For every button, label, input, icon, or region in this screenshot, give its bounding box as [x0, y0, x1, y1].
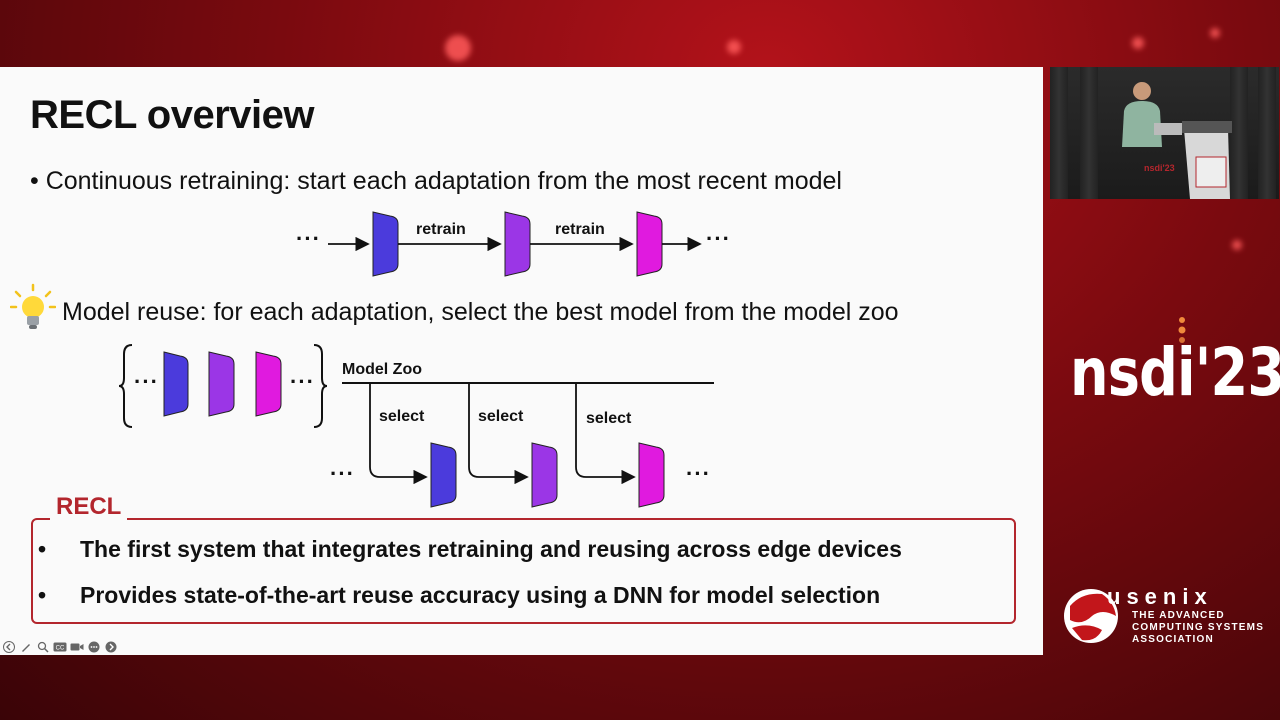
- pen-icon[interactable]: [19, 640, 33, 654]
- ellipsis: ···: [290, 369, 315, 394]
- tagline-line: ASSOCIATION: [1132, 634, 1214, 645]
- bullet-marker: •: [38, 582, 47, 608]
- recl-item-text: Provides state-of-the-art reuse accuracy…: [80, 582, 881, 608]
- retrain-label: retrain: [555, 221, 605, 238]
- bullet-model-reuse: Model reuse: for each adaptation, select…: [62, 298, 899, 326]
- ellipsis: ···: [134, 369, 159, 394]
- model-icon: [255, 351, 282, 417]
- lightbulb-icon: [10, 283, 56, 329]
- nsdi-logo: nsdi'23: [1070, 334, 1280, 411]
- recl-item-2: • Provides state-of-the-art reuse accurac…: [38, 582, 880, 609]
- background-glow: [1210, 28, 1220, 38]
- background-glow: [727, 40, 741, 54]
- presentation-slide: RECL overview • Continuous retraining: s…: [0, 67, 1043, 655]
- ellipsis: ···: [706, 226, 731, 251]
- slide-title: RECL overview: [30, 93, 315, 137]
- slideshow-controls: CC: [2, 640, 118, 654]
- model-selection-diagram: [342, 382, 714, 508]
- model-icon: [208, 351, 235, 417]
- bullet-continuous-retraining: • Continuous retraining: start each adap…: [30, 167, 842, 195]
- svg-text:CC: CC: [56, 646, 65, 652]
- model-icon: [638, 442, 665, 508]
- background-glow: [1132, 37, 1144, 49]
- speaker-camera-view: nsdi'23: [1050, 67, 1279, 199]
- select-label: select: [586, 410, 632, 427]
- recl-summary-box: [31, 518, 1016, 624]
- model-icon: [372, 211, 399, 277]
- cc-icon[interactable]: CC: [53, 640, 67, 654]
- ellipsis: ···: [686, 461, 711, 486]
- retrain-chain-diagram: [328, 211, 702, 277]
- ellipsis: ···: [296, 226, 321, 251]
- ellipsis: ···: [330, 461, 355, 486]
- tagline-line: THE ADVANCED: [1132, 610, 1225, 621]
- podium-label: nsdi'23: [1144, 163, 1175, 173]
- model-icon: [636, 211, 663, 277]
- usenix-globe-icon: [1064, 589, 1118, 643]
- nsdi-dots-decoration: [1178, 317, 1186, 343]
- model-zoo-label: Model Zoo: [342, 361, 422, 378]
- curtain: [1258, 67, 1276, 199]
- model-icon: [531, 442, 558, 508]
- background-glow: [1232, 240, 1242, 250]
- speaker-figure: [1122, 82, 1232, 199]
- model-icon: [504, 211, 531, 277]
- more-icon[interactable]: [87, 640, 101, 654]
- recl-box-title: RECL: [50, 493, 128, 521]
- prev-icon[interactable]: [2, 640, 16, 654]
- usenix-tagline: THE ADVANCED COMPUTING SYSTEMS ASSOCIATI…: [1132, 610, 1264, 646]
- background-glow: [445, 35, 471, 61]
- curtain: [1230, 67, 1248, 199]
- recl-item-1: • The first system that integrates retrai…: [38, 536, 902, 563]
- curtain: [1050, 67, 1068, 199]
- retrain-label: retrain: [416, 221, 466, 238]
- model-icon: [163, 351, 189, 417]
- curtain: [1080, 67, 1098, 199]
- video-icon[interactable]: [70, 640, 84, 654]
- tagline-line: COMPUTING SYSTEMS: [1132, 622, 1265, 633]
- next-icon[interactable]: [104, 640, 118, 654]
- bullet-marker: •: [38, 536, 47, 562]
- select-label: select: [379, 408, 425, 425]
- select-label: select: [478, 408, 524, 425]
- model-icon: [430, 442, 457, 508]
- model-zoo-set-diagram: [118, 344, 328, 428]
- zoom-icon[interactable]: [36, 640, 50, 654]
- recl-item-text: The first system that integrates retrain…: [80, 536, 902, 562]
- usenix-wordmark: usenix: [1107, 584, 1213, 609]
